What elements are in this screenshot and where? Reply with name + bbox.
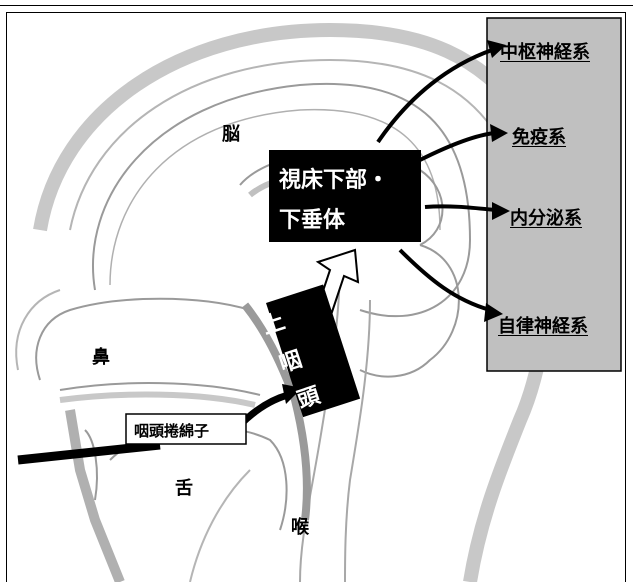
system-endocrine: 内分泌系	[510, 208, 582, 229]
systems-panel	[486, 17, 622, 372]
panel-border	[6, 12, 626, 582]
pharynx-label-box	[266, 284, 361, 418]
top-rule	[0, 5, 633, 6]
swab-arrow	[237, 391, 290, 428]
hypothalamus-line2: 下垂体	[279, 208, 346, 233]
hypothalamus-line1: 視床下部・	[279, 168, 390, 193]
system-autonomic: 自律神経系	[498, 316, 588, 337]
label-larynx: 喉	[291, 517, 309, 538]
system-cns: 中枢神経系	[500, 42, 590, 63]
system-immune: 免疫系	[512, 127, 566, 148]
swab-stick	[17, 440, 161, 465]
label-brain: 脳	[222, 124, 240, 145]
swab-label-box	[125, 413, 247, 445]
swab-label: 咽頭捲綿子	[134, 422, 210, 440]
label-nose: 鼻	[92, 347, 110, 368]
hypothalamus-box	[269, 150, 421, 242]
output-arrowheads	[484, 40, 510, 322]
label-tongue: 舌	[175, 478, 193, 499]
swab-arrowhead	[282, 384, 302, 404]
output-arrows	[376, 48, 496, 312]
